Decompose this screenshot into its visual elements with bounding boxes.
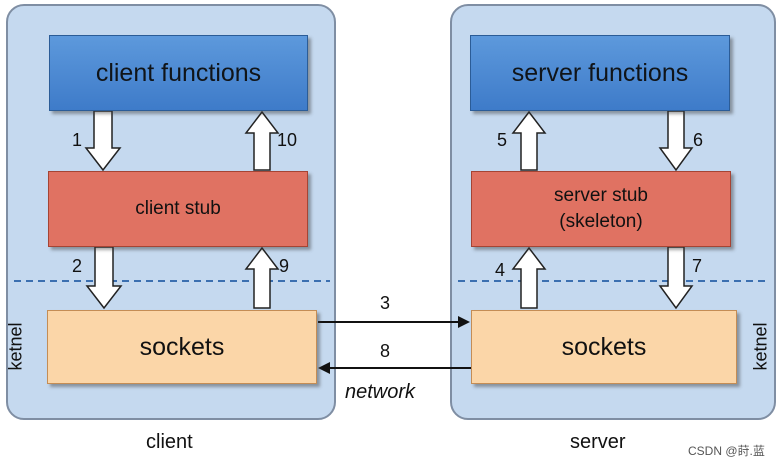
arrow-step-9 bbox=[244, 246, 280, 309]
client-functions-box: client functions bbox=[49, 35, 308, 111]
watermark: CSDN @莳.蓝 bbox=[688, 444, 765, 458]
server-functions-box: server functions bbox=[470, 35, 730, 111]
server-stub-label: server stub bbox=[554, 185, 648, 206]
step-label-9: 9 bbox=[279, 256, 290, 276]
step-label-7: 7 bbox=[692, 256, 703, 276]
client-sockets-box: sockets bbox=[47, 310, 317, 384]
server-sockets-box: sockets bbox=[471, 310, 737, 384]
arrow-step-2 bbox=[85, 246, 123, 310]
server-stub-box: server stub (skeleton) bbox=[471, 171, 731, 247]
server-kernel-label: ketnel bbox=[750, 322, 771, 371]
server-caption: server bbox=[570, 431, 626, 453]
arrow-step-4 bbox=[511, 246, 547, 309]
step-label-4: 4 bbox=[495, 260, 506, 280]
client-caption: client bbox=[146, 431, 193, 453]
arrow-step-6 bbox=[658, 110, 694, 172]
client-stub-label: client stub bbox=[135, 198, 221, 219]
arrow-step-1 bbox=[84, 110, 122, 172]
step-label-6: 6 bbox=[693, 130, 704, 150]
arrow-step-10 bbox=[244, 110, 280, 171]
step-label-2: 2 bbox=[72, 256, 83, 276]
arrow-step-5 bbox=[511, 110, 547, 171]
step-label-10: 10 bbox=[277, 130, 298, 150]
arrow-step-7 bbox=[658, 246, 694, 310]
step-label-1: 1 bbox=[72, 130, 83, 150]
server-sockets-label: sockets bbox=[561, 332, 647, 361]
client-functions-label: client functions bbox=[95, 58, 262, 87]
server-functions-label: server functions bbox=[511, 58, 689, 87]
client-kernel-label: ketnel bbox=[5, 322, 26, 371]
client-stub-box: client stub bbox=[48, 171, 308, 247]
client-sockets-label: sockets bbox=[139, 332, 225, 361]
step-label-8: 8 bbox=[380, 341, 391, 361]
step-label-5: 5 bbox=[497, 130, 508, 150]
network-label: network bbox=[345, 381, 416, 403]
arrow-step-8-head bbox=[318, 362, 330, 374]
server-stub-sublabel: (skeleton) bbox=[559, 211, 643, 232]
step-label-3: 3 bbox=[380, 293, 391, 313]
arrow-step-3-head bbox=[458, 316, 470, 328]
